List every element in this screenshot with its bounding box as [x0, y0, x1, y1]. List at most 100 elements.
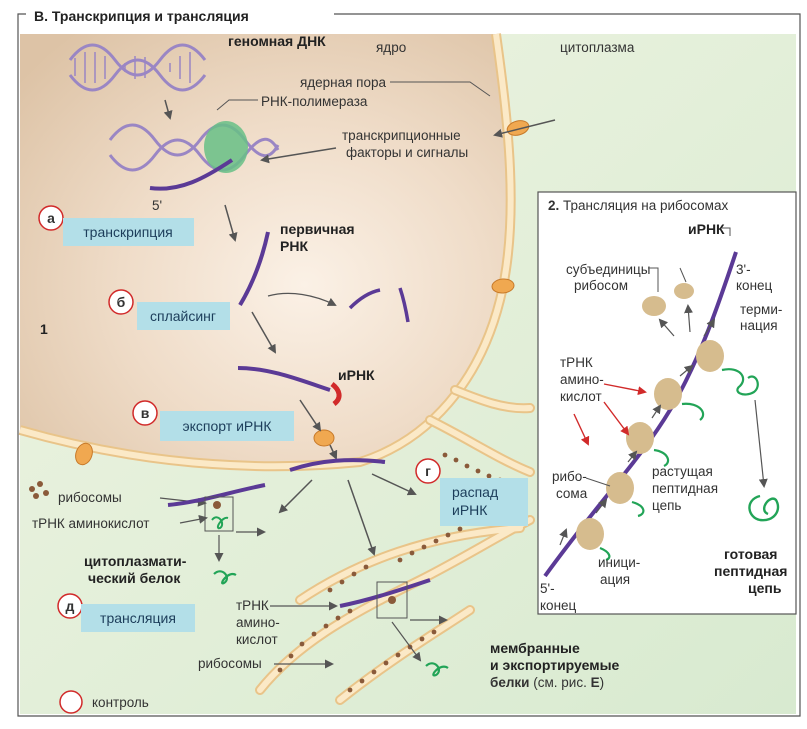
membrane-label-2: и экспортируемые — [490, 657, 620, 673]
five-prime-label: 5' — [152, 198, 162, 213]
inset-title: 2. Трансляция на рибосомах — [548, 198, 728, 213]
subunits-label-2: рибосом — [574, 278, 628, 293]
trna-label: тРНК аминокислот — [32, 516, 149, 531]
er-mrna — [339, 578, 431, 608]
er-translation-box — [376, 581, 408, 619]
genomic-dna-label: геномная ДНК — [228, 33, 326, 49]
small-subunit — [674, 283, 694, 299]
er-trna-label-1: тРНК — [236, 598, 269, 613]
nuclear-pores — [75, 120, 530, 466]
membrane-label-3: белки (см. рис. Е) — [490, 675, 604, 690]
intron-1 — [348, 288, 381, 310]
five-prime-end-label-1: 5'- — [540, 581, 555, 596]
step-g-letter: г — [425, 463, 431, 479]
tf-label-2: факторы и сигналы — [346, 145, 468, 160]
cyto-protein-label-2: ческий белок — [88, 570, 181, 586]
step-d-box — [81, 604, 195, 632]
initiation-label-2: ация — [600, 572, 630, 587]
arrow-dna-down — [163, 99, 173, 120]
step-v-marker — [132, 400, 158, 426]
inset-trna-label-3: кислот — [560, 389, 602, 404]
transcribing-dna — [108, 123, 280, 172]
primary-rna-label-2: РНК — [280, 238, 308, 254]
subunits-label-1: субъединицы — [566, 262, 650, 277]
figure-frame — [17, 13, 801, 717]
five-prime-end-label-2: конец — [540, 598, 577, 613]
step-v-box — [160, 411, 294, 441]
rna-polymerase — [204, 121, 248, 173]
step-g-label-2: иРНК — [452, 502, 488, 518]
er-trna-label-3: кислот — [236, 632, 278, 647]
cyto-protein-label-1: цитоплазмати- — [84, 553, 187, 569]
membrane-label-1: мембранные — [490, 640, 580, 656]
step-a-label: транскрипция — [83, 224, 172, 240]
growing-label-3: цепь — [652, 498, 681, 513]
three-prime-label-1: 3'- — [736, 262, 751, 277]
free-ribosome — [213, 501, 221, 509]
cytoplasm-label: цитоплазма — [560, 40, 635, 55]
final-peptide-icon — [748, 494, 780, 522]
step-v-letter: в — [141, 405, 150, 421]
final-peptide-label-1: готовая — [724, 546, 777, 562]
step-b-label: сплайсинг — [150, 308, 216, 324]
genomic-dna — [68, 43, 207, 92]
free-translation-box — [204, 496, 234, 532]
nuclear-pore-label: ядерная пора — [300, 75, 387, 90]
termination-label-1: терми- — [740, 302, 782, 317]
control-legend-label: контроль — [92, 695, 149, 710]
inset-mrna-label: иРНК — [688, 221, 725, 237]
arrow-to-mrna — [251, 311, 276, 354]
arrow-export — [299, 399, 322, 432]
arrow-to-decay — [371, 473, 417, 496]
rna-polymerase-label: РНК-полимераза — [261, 94, 368, 109]
free-peptide — [211, 516, 229, 530]
step-v-label: экспорт иРНК — [183, 418, 273, 434]
step-g-marker — [415, 458, 441, 484]
three-prime-label-2: конец — [736, 278, 773, 293]
inset-peptides — [599, 368, 759, 562]
step-d-letter: д — [66, 598, 75, 614]
mrna-label: иРНК — [338, 367, 375, 383]
nascent-rna — [149, 158, 234, 191]
endoplasmic-reticulum — [255, 385, 535, 705]
inset-ribosome-label-2: сома — [556, 486, 588, 501]
panel-number: 1 — [40, 321, 48, 337]
mrna-cap — [330, 382, 342, 406]
er-ribosome — [388, 596, 396, 604]
inset-ribosomes — [576, 340, 724, 550]
termination-label-2: нация — [740, 318, 778, 333]
tf-label-1: транскрипционные — [342, 128, 461, 143]
step-b-marker — [108, 289, 134, 315]
growing-label-2: пептидная — [652, 481, 718, 496]
arrow-to-primary — [224, 204, 238, 242]
primary-rna-label-1: первичная — [280, 221, 355, 237]
cyto-protein-icon — [213, 570, 237, 585]
inset-mrna-strand — [543, 251, 738, 578]
primary-rna — [238, 231, 270, 307]
inset-trna-label-1: тРНК — [560, 355, 593, 370]
large-subunit — [642, 296, 666, 316]
step-b-box — [137, 302, 230, 330]
inset-trna-label-2: амино- — [560, 372, 604, 387]
step-g-label-1: распад — [452, 484, 498, 500]
arrow-to-free-ribosomes — [278, 479, 313, 514]
figure-title: B. Транскрипция и трансляция — [34, 8, 249, 24]
arrow-tf — [260, 147, 337, 164]
step-a-box — [63, 218, 194, 246]
membrane-protein-icon — [425, 662, 449, 677]
control-legend-icon — [59, 690, 83, 714]
mrna-cytoplasm — [289, 458, 386, 472]
mrna-nuclear — [237, 366, 331, 392]
step-d-label: трансляция — [100, 610, 176, 626]
growing-label-1: растущая — [652, 464, 713, 479]
final-peptide-label-3: цепь — [748, 580, 782, 596]
intron-2 — [398, 287, 410, 323]
free-ribosomes-icon — [29, 481, 49, 499]
step-a-letter: а — [47, 210, 55, 226]
er-ribosomes-label: рибосомы — [198, 656, 262, 671]
arrow-to-er — [347, 479, 376, 556]
final-peptide-label-2: пептидная — [714, 563, 787, 579]
step-b-letter: б — [117, 294, 126, 310]
